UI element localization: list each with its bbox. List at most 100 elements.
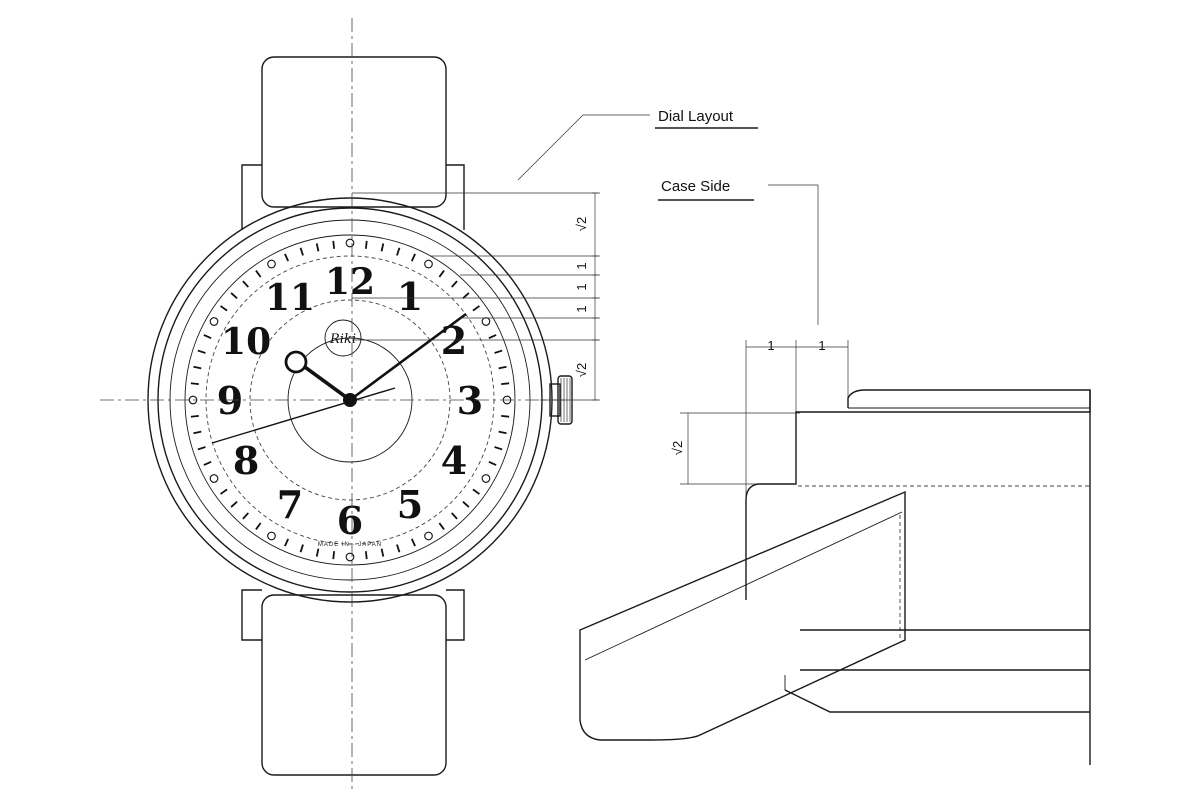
hour-numeral: 3 [457, 378, 483, 423]
hour-dot [267, 531, 276, 541]
dial-layout-label: Dial Layout [658, 108, 734, 125]
minute-tick [380, 243, 385, 252]
minute-tick [299, 247, 304, 256]
hour-dot [209, 474, 219, 483]
minute-tick [411, 538, 416, 547]
minute-tick [242, 512, 249, 520]
minute-tick [451, 512, 458, 520]
minute-tick [380, 548, 385, 557]
case-left-dimension: √2 [670, 412, 800, 485]
dial-layout-callout: Dial Layout [517, 108, 758, 181]
minute-tick [230, 501, 238, 508]
hour-numeral: 9 [217, 378, 243, 423]
minute-tick [220, 305, 228, 312]
minute-tick [364, 551, 368, 560]
dim-root2-top: √2 [574, 217, 589, 231]
minute-tick [498, 365, 507, 370]
minute-tick [197, 446, 206, 451]
dim-case-root2: √2 [670, 441, 685, 455]
minute-tick [438, 270, 445, 278]
minute-tick [451, 280, 458, 288]
hour-dot [345, 552, 355, 562]
hour-numeral: 12 [325, 261, 375, 303]
hour-dot [481, 317, 491, 326]
second-hand [211, 387, 396, 444]
minute-tick [315, 548, 320, 557]
minute-tick [242, 280, 249, 288]
minute-tick [364, 240, 368, 249]
minute-tick [462, 292, 470, 299]
minute-tick [220, 488, 228, 495]
minute-tick [472, 305, 480, 312]
hour-dot [424, 531, 433, 541]
hour-hand [296, 360, 352, 402]
minute-tick [284, 538, 289, 547]
brand-logo: Riki [324, 319, 362, 357]
hour-numeral: 11 [265, 277, 315, 319]
hour-dot [267, 259, 276, 269]
minute-tick [488, 334, 497, 339]
minute-tick [501, 382, 510, 386]
hour-numeral: 8 [233, 438, 259, 483]
minute-tick [315, 243, 320, 252]
dim-1a: 1 [574, 262, 589, 269]
minute-tick [396, 247, 401, 256]
minute-tick [501, 414, 510, 418]
watch-hands [211, 312, 467, 444]
dim-1b: 1 [574, 283, 589, 290]
minute-tick [255, 522, 262, 530]
hour-numeral: 2 [441, 318, 467, 363]
minute-tick [190, 414, 199, 418]
hour-dot [209, 317, 219, 326]
case-side-callout: Case Side [658, 178, 819, 325]
minute-tick [255, 270, 262, 278]
hour-numeral: 5 [397, 482, 423, 527]
case-side-label: Case Side [661, 178, 730, 195]
minute-tick [494, 349, 503, 354]
hour-numeral: 6 [337, 498, 363, 543]
dial-dimensions: √2 1 1 1 √2 [352, 192, 600, 401]
minute-tick [230, 292, 238, 299]
minute-ticks [190, 240, 510, 560]
minute-tick [190, 382, 199, 386]
minute-tick [438, 522, 445, 530]
lower-strap [261, 594, 447, 776]
hour-dot [345, 238, 355, 248]
hour-numeral: 1 [397, 274, 423, 319]
hour-numeral: 4 [441, 438, 467, 483]
minute-tick [203, 461, 212, 466]
minute-tick [299, 544, 304, 553]
minute-tick [193, 430, 202, 435]
minute-tick [396, 544, 401, 553]
dim-case-1a: 1 [767, 338, 774, 353]
minute-tick [203, 334, 212, 339]
lugs [241, 164, 465, 641]
made-in-text: MADE IN · JAPAN [318, 542, 382, 548]
minute-tick [197, 349, 206, 354]
minute-tick [332, 551, 336, 560]
case-side-section: 1 1 √2 [579, 338, 1091, 765]
minute-hand [349, 312, 467, 402]
dim-root2-bottom: √2 [574, 363, 589, 377]
minute-tick [193, 365, 202, 370]
minute-tick [494, 446, 503, 451]
minute-tick [411, 253, 416, 262]
hour-numeral: 10 [221, 321, 271, 363]
minute-tick [472, 488, 480, 495]
dim-1c: 1 [574, 305, 589, 312]
hour-numeral: 7 [277, 482, 303, 527]
minute-tick [284, 253, 289, 262]
upper-strap [261, 56, 447, 208]
minute-tick [332, 240, 336, 249]
minute-tick [488, 461, 497, 466]
dim-case-1b: 1 [818, 338, 825, 353]
case-top-dimensions: 1 1 [745, 338, 849, 500]
minute-tick [498, 430, 507, 435]
hour-dot [424, 259, 433, 269]
hour-dot [481, 474, 491, 483]
hour-dots [188, 238, 512, 562]
brand-text: Riki [329, 332, 356, 347]
minute-tick [462, 501, 470, 508]
